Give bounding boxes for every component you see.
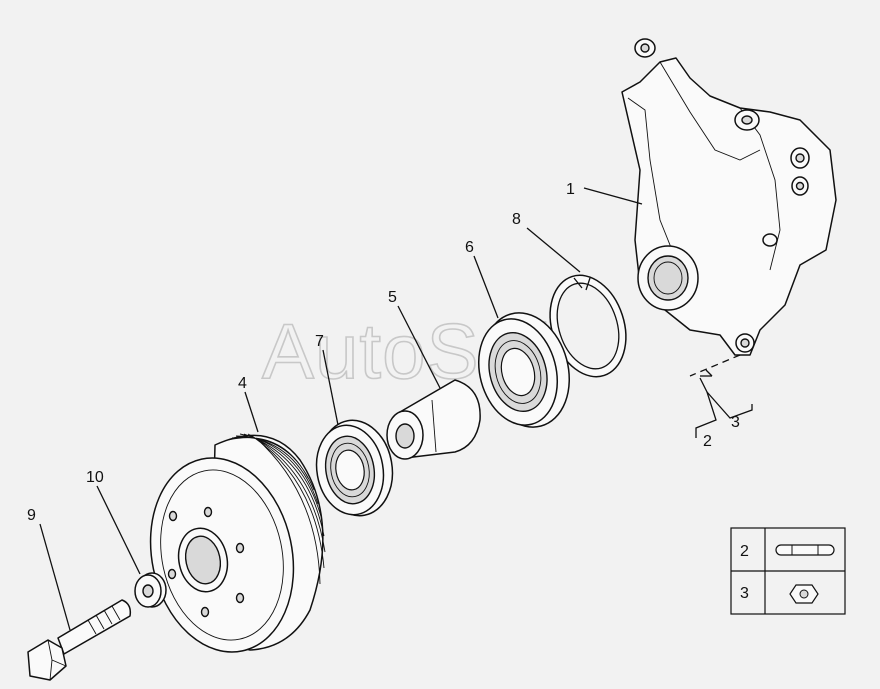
- pin-icon: [775, 544, 835, 556]
- part-1-bracket: [621, 38, 837, 356]
- nut-icon: [789, 584, 819, 604]
- callout-7: 7: [315, 333, 324, 350]
- legend-row-1-label: 2: [740, 543, 749, 560]
- part-6-bearing: [477, 312, 571, 428]
- callout-4: 4: [238, 375, 247, 392]
- part-10-washer: [134, 572, 167, 608]
- part-8-snap-ring: [549, 274, 627, 378]
- leader-lines: [39, 187, 753, 631]
- legend-row-2-label: 3: [740, 585, 749, 602]
- callout-2: 2: [703, 433, 712, 450]
- callout-1: 1: [566, 181, 575, 198]
- callout-8: 8: [512, 211, 521, 228]
- callout-6: 6: [465, 239, 474, 256]
- legend-table: 2 3: [730, 527, 846, 615]
- part-5-spacer: [386, 379, 481, 460]
- part-4-pulley: [149, 433, 326, 653]
- part-7-bearing: [315, 419, 394, 517]
- callout-5: 5: [388, 289, 397, 306]
- callout-3: 3: [731, 414, 740, 431]
- callout-9: 9: [27, 507, 36, 524]
- callout-10: 10: [86, 469, 104, 486]
- part-9-bolt: [27, 599, 132, 681]
